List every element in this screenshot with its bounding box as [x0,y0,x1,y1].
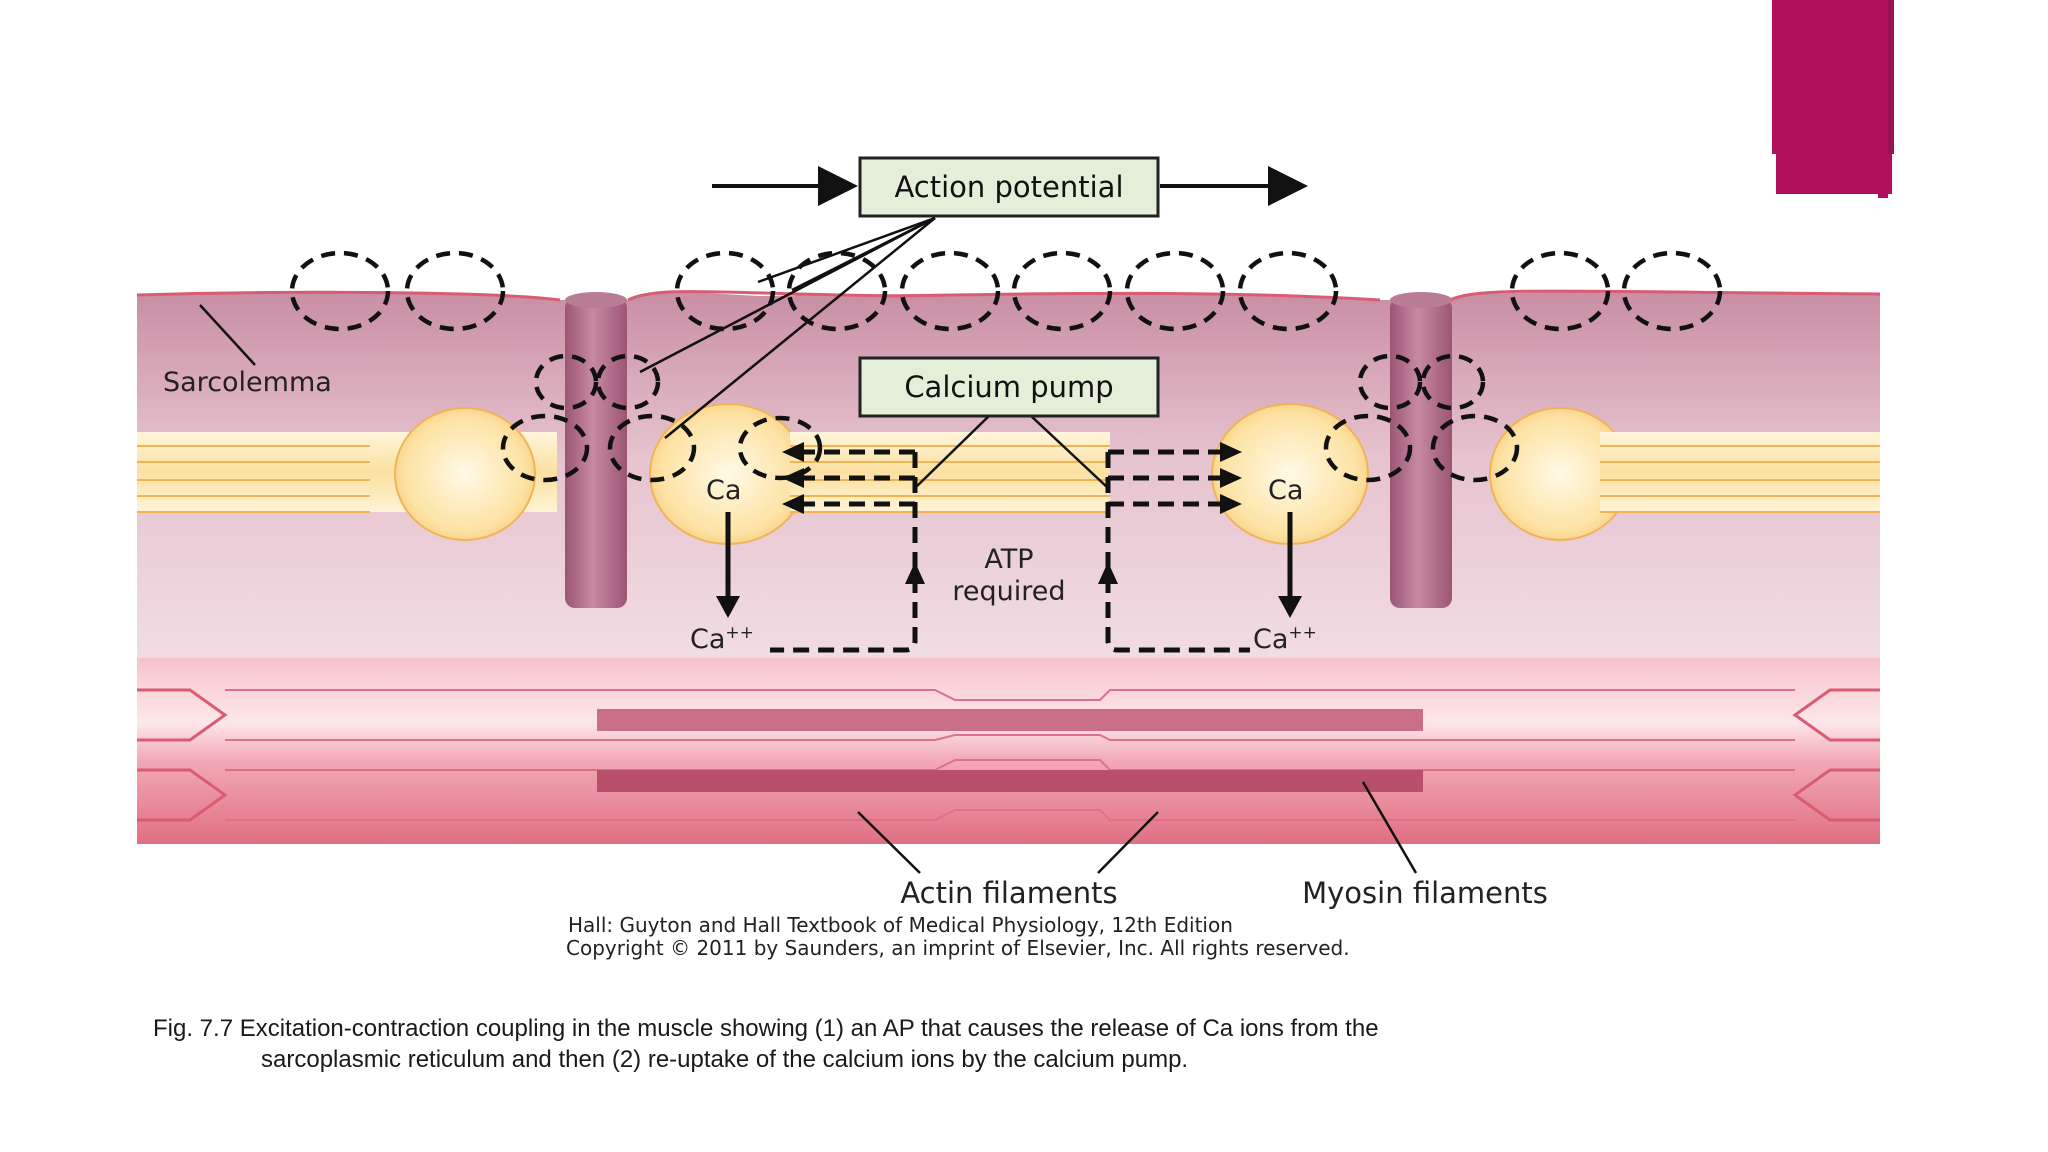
ca-ion-label-right: Ca++ [1253,623,1317,655]
t-tubule-right [1390,292,1452,608]
myosin-filament-lower [597,770,1423,792]
ca-label-left: Ca [706,475,741,506]
atp-label-line1: ATP [984,544,1033,575]
accent-bar [1772,0,1888,154]
caption-line-1: Fig. 7.7 Excitation-contraction coupling… [153,1015,1379,1042]
credit-line-1: Hall: Guyton and Hall Textbook of Medica… [568,913,1233,937]
ion-current-loops [289,250,1723,483]
calcium-pump-box: Calcium pump [858,356,1160,418]
ca-ion-label-left: Ca++ [690,623,754,655]
myosin-filament-upper [597,709,1423,731]
actin-filaments-label: Actin filaments [900,876,1117,910]
action-potential-label: Action potential [894,170,1123,204]
myosin-filaments-label: Myosin filaments [1302,876,1548,910]
atp-label-line2: required [952,576,1065,607]
ca-label-right: Ca [1268,475,1303,506]
sarcoplasmic-reticulum-right [1489,407,1880,541]
sarcoplasmic-reticulum-center-left [649,403,1110,545]
sarcoplasmic-reticulum-left [137,407,557,541]
t-tubule-left [565,292,627,608]
myofibril [137,658,1880,844]
figure-caption: Fig. 7.7 Excitation-contraction coupling… [153,1013,1753,1075]
credit-line-2: Copyright © 2011 by Saunders, an imprint… [566,936,1350,960]
accent-bar-shadow [1878,154,1888,198]
excitation-contraction-diagram: Action potential Calcium pump Sarcolemma… [136,156,1881,960]
sarcolemma-label: Sarcolemma [163,367,332,398]
calcium-pump-label: Calcium pump [904,370,1113,404]
calcium-pump-paths [770,449,1250,653]
ca-release-arrows [716,512,1302,618]
pointer-lines [199,216,1418,874]
action-potential-box: Action potential [858,156,1160,218]
pump-arrowheads [782,442,1242,584]
caption-line-2: sarcoplasmic reticulum and then (2) re-u… [261,1046,1189,1073]
